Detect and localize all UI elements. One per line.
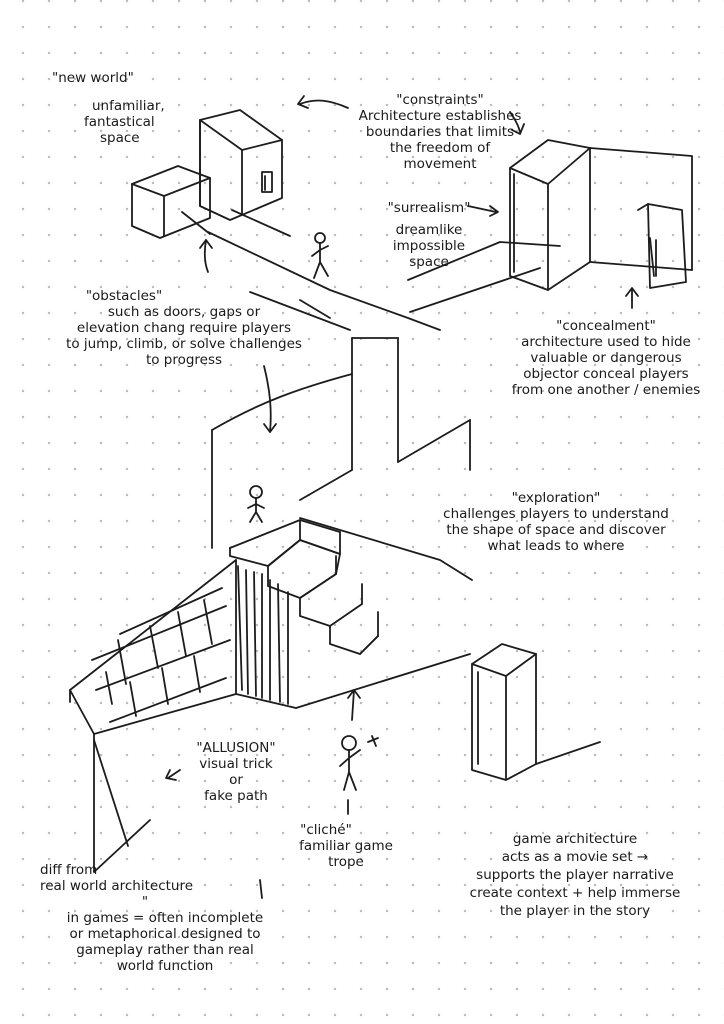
obstacles-heading: "obstacles" bbox=[85, 288, 163, 304]
game-arch-line-0: game architecture bbox=[512, 831, 638, 847]
note-exploration: "exploration" challenges players to unde… bbox=[408, 490, 704, 554]
game-arch-line-2: supports the player narrative bbox=[476, 867, 674, 883]
diff-line-5: gameplay rather than real bbox=[76, 942, 254, 958]
exploration-line-1: challenges players to understand bbox=[443, 506, 669, 522]
surrealism-line-1: dreamlike bbox=[395, 222, 463, 238]
exploration-line-3: what leads to where bbox=[487, 538, 625, 554]
diff-line-1: real world architecture bbox=[40, 878, 194, 894]
new-world-line-2: fantastical bbox=[84, 114, 155, 130]
note-surrealism: "surrealism" dreamlike impossible space bbox=[384, 200, 474, 270]
surrealism-line-2: impossible bbox=[392, 238, 466, 254]
diff-line-0: diff from bbox=[40, 862, 98, 878]
surrealism-line-3: space bbox=[409, 254, 449, 270]
note-new-world: "new world" unfamiliar, fantastical spac… bbox=[52, 70, 165, 146]
brick-wall bbox=[70, 560, 236, 872]
constraints-line-1: Architecture establishes bbox=[358, 108, 522, 124]
note-concealment: "concealment" architecture used to hide … bbox=[498, 318, 714, 398]
right-block bbox=[510, 140, 692, 290]
staircase bbox=[230, 520, 378, 708]
cliche-line-2: trope bbox=[328, 854, 364, 870]
road-paths bbox=[208, 210, 560, 330]
game-arch-line-4: the player in the story bbox=[499, 903, 651, 919]
concealment-line-2: valuable or dangerous bbox=[530, 350, 682, 366]
game-arch-line-1: acts as a movie set → bbox=[501, 849, 649, 865]
concealment-line-4: from one another / enemies bbox=[511, 382, 701, 398]
new-world-heading: "new world" bbox=[52, 70, 134, 86]
obstacles-line-1: such as doors, gaps or bbox=[107, 304, 261, 320]
central-pillar bbox=[212, 338, 470, 548]
constraints-heading: "constraints" bbox=[396, 92, 484, 108]
cliche-heading: "cliché" bbox=[300, 822, 352, 838]
obstacles-line-4: to progress bbox=[145, 352, 223, 368]
illusion-line-1: visual trick bbox=[199, 756, 273, 772]
diff-line-2: " bbox=[141, 894, 149, 910]
bottom-figure bbox=[340, 736, 378, 790]
concealment-line-3: objector conceal players bbox=[523, 366, 689, 382]
illusion-line-2: or bbox=[229, 772, 243, 788]
exploration-heading: "exploration" bbox=[511, 490, 601, 506]
new-world-blocks bbox=[132, 110, 282, 238]
illusion-heading: "ALLUSION" bbox=[196, 740, 276, 756]
annotation-arrows bbox=[166, 96, 638, 898]
game-arch-line-3: create context + help immerse bbox=[469, 885, 681, 901]
surrealism-heading: "surrealism" bbox=[387, 200, 471, 216]
note-obstacles: "obstacles" such as doors, gaps or eleva… bbox=[44, 288, 324, 368]
cliche-line-1: familiar game bbox=[299, 838, 393, 854]
constraints-line-3: the freedom of bbox=[389, 140, 491, 156]
concealment-line-1: architecture used to hide bbox=[521, 334, 691, 350]
note-illusion: "ALLUSION" visual trick or fake path bbox=[186, 740, 286, 804]
diff-line-4: or metaphorical designed to bbox=[69, 926, 261, 942]
constraints-line-2: boundaries that limits bbox=[365, 124, 515, 140]
top-stair-figure bbox=[248, 486, 264, 522]
diff-line-3: in games = often incomplete bbox=[66, 910, 264, 926]
illusion-line-3: fake path bbox=[204, 788, 268, 804]
note-constraints: "constraints" Architecture establishes b… bbox=[340, 92, 540, 172]
bottom-right-block bbox=[472, 644, 600, 780]
exploration-line-2: the shape of space and discover bbox=[446, 522, 666, 538]
concealment-heading: "concealment" bbox=[556, 318, 656, 334]
walking-figure bbox=[312, 233, 328, 278]
diff-line-6: world function bbox=[116, 958, 214, 974]
note-game-architecture: game architecture acts as a movie set → … bbox=[440, 830, 710, 920]
obstacles-line-3: to jump, climb, or solve challenges bbox=[66, 336, 302, 352]
obstacles-line-2: elevation chang require players bbox=[76, 320, 292, 336]
note-cliche: "cliché" familiar game trope bbox=[282, 822, 410, 870]
constraints-line-4: movement bbox=[403, 156, 477, 172]
room-floor bbox=[296, 420, 472, 708]
new-world-line-3: space bbox=[100, 130, 140, 146]
new-world-line-1: unfamiliar, bbox=[92, 98, 165, 114]
note-diff: diff from real world architecture " in g… bbox=[40, 862, 290, 974]
